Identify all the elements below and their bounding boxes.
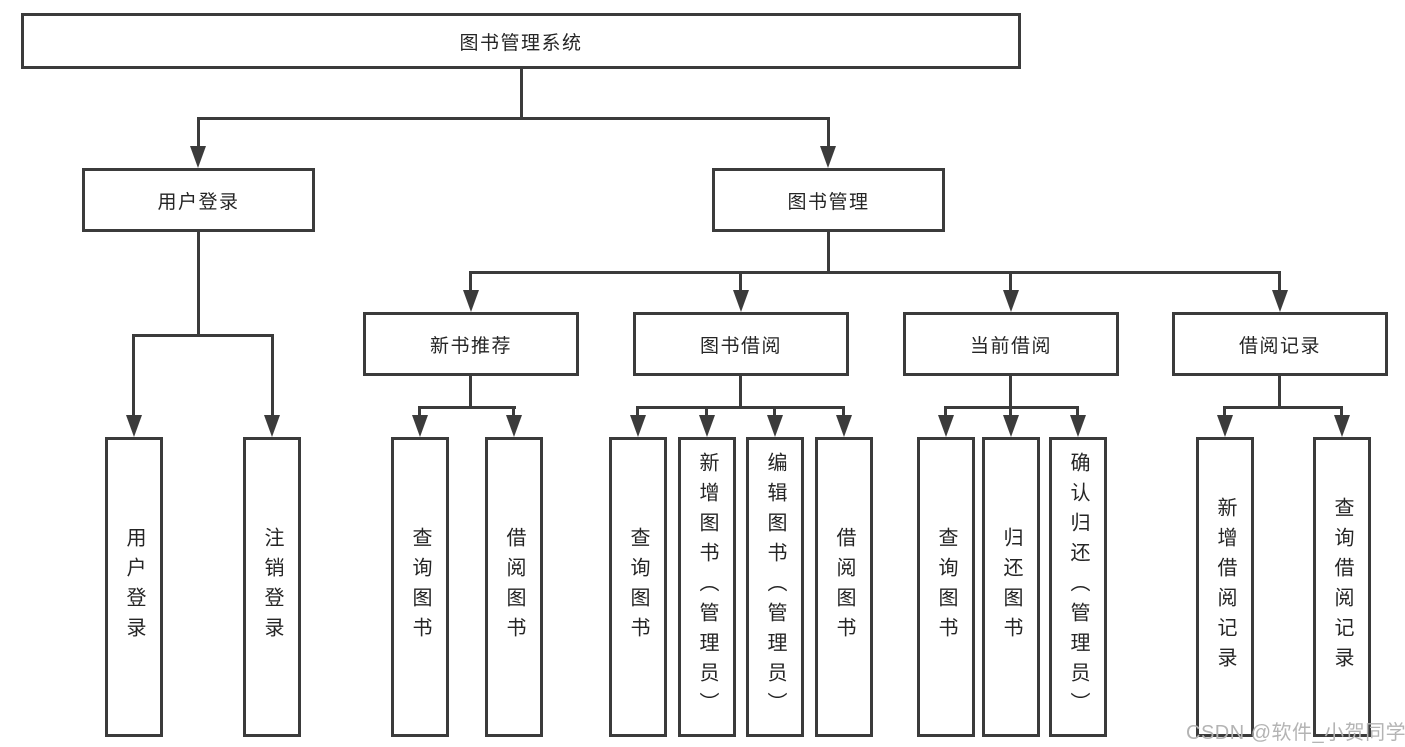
arrow-down-icon [836,415,852,437]
arrow-down-icon [1003,415,1019,437]
connector-stem [469,376,472,408]
connector-drop [1340,406,1343,420]
connector-drop [773,406,776,420]
leaf-edit-book-admin: 编辑图书（管理员） [746,437,804,737]
leaf-return-book: 归还图书 [982,437,1040,737]
connector-stem [1009,376,1012,408]
connector-stem [1278,376,1281,408]
leaf-query-book-borrow: 查询图书 [609,437,667,737]
connector-drop [469,271,472,301]
connector-drop [842,406,845,420]
connector-l3-branch [469,271,1281,274]
connector-drop [705,406,708,420]
leaf-query-book-recommend: 查询图书 [391,437,449,737]
connector-drop [636,406,639,420]
node-user-login: 用户登录 [82,168,315,232]
connector-drop [197,117,200,157]
arrow-down-icon [733,290,749,312]
connector-drop [271,334,274,424]
leaf-add-borrow-record: 新增借阅记录 [1196,437,1254,737]
arrow-down-icon [1003,290,1019,312]
connector-l2-branch [197,117,830,120]
arrow-down-icon [938,415,954,437]
connector-branch [1223,406,1342,409]
connector-drop [739,271,742,301]
leaf-borrow-book-recommend: 借阅图书 [485,437,543,737]
arrow-down-icon [126,415,142,437]
arrow-down-icon [699,415,715,437]
node-borrow-record: 借阅记录 [1172,312,1388,376]
connector-drop [1076,406,1079,420]
connector-branch [418,406,516,409]
arrow-down-icon [412,415,428,437]
arrow-down-icon [1070,415,1086,437]
leaf-borrow-book: 借阅图书 [815,437,873,737]
connector-drop [827,117,830,157]
leaf-query-borrow-record: 查询借阅记录 [1313,437,1371,737]
leaf-logout: 注销登录 [243,437,301,737]
arrow-down-icon [630,415,646,437]
connector-book-mgmt-stem [827,232,830,274]
csdn-watermark: CSDN @软件_小贺同学 [1186,722,1405,744]
arrow-down-icon [264,415,280,437]
connector-drop [1009,406,1012,420]
connector-drop [132,334,135,424]
arrow-down-icon [463,290,479,312]
connector-user-login-stem [197,232,200,336]
connector-drop [512,406,515,420]
connector-branch [636,406,844,409]
arrow-down-icon [506,415,522,437]
arrow-down-icon [1272,290,1288,312]
node-root: 图书管理系统 [21,13,1021,69]
connector-user-login-branch [132,334,273,337]
node-new-book-recommend: 新书推荐 [363,312,579,376]
arrow-down-icon [1217,415,1233,437]
arrow-down-icon [820,146,836,168]
node-book-borrow: 图书借阅 [633,312,849,376]
leaf-confirm-return-admin: 确认归还（管理员） [1049,437,1107,737]
connector-drop [1009,271,1012,301]
arrow-down-icon [190,146,206,168]
node-book-management: 图书管理 [712,168,945,232]
connector-stem [739,376,742,408]
connector-drop [1278,271,1281,301]
node-current-borrow: 当前借阅 [903,312,1119,376]
leaf-add-book-admin: 新增图书（管理员） [678,437,736,737]
connector-drop [418,406,421,420]
connector-drop [1223,406,1226,420]
leaf-query-book-current: 查询图书 [917,437,975,737]
arrow-down-icon [767,415,783,437]
connector-root-stem [519,69,523,119]
leaf-user-login: 用户登录 [105,437,163,737]
arrow-down-icon [1334,415,1350,437]
connector-drop [944,406,947,420]
